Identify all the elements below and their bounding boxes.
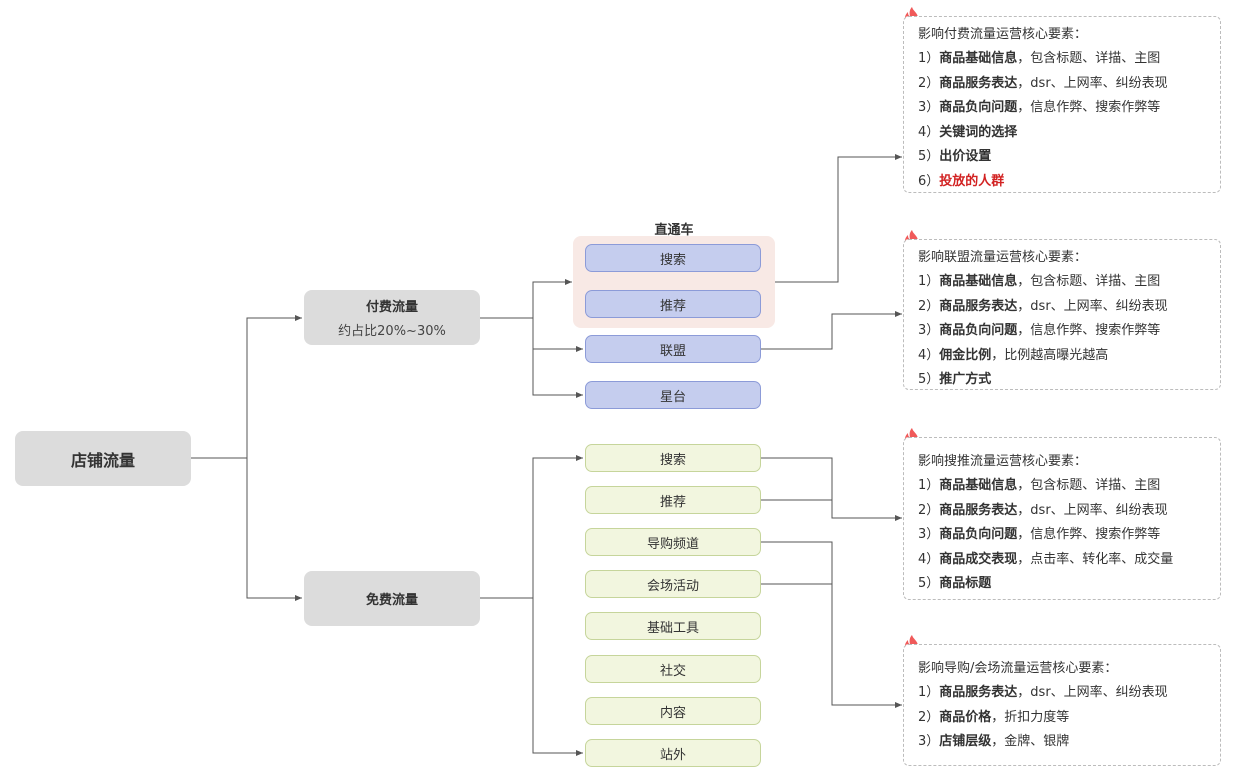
paid-traffic-title: 付费流量 [365, 300, 418, 315]
free-item-social: 社交 [585, 655, 761, 683]
panel-row: 2）商品价格，折扣力度等 [918, 709, 1070, 725]
free-traffic-title: 免费流量 [365, 593, 418, 608]
panel-row: 1）商品服务表达，dsr、上网率、纠纷表现 [918, 685, 1168, 700]
panel-row: 3）商品负向问题，信息作弊、搜索作弊等 [918, 100, 1161, 115]
free-item-recommend: 推荐 [585, 486, 761, 514]
panel-row: 4）佣金比例，比例越高曝光越高 [918, 347, 1109, 363]
free-item-offsite: 站外 [585, 739, 761, 767]
panel-row: 5）出价设置 [918, 149, 992, 164]
free-item-content: 内容 [585, 697, 761, 725]
paid-item-alliance: 联盟 [585, 335, 761, 363]
panel-row-highlight: 6）投放的人群 [918, 173, 1005, 189]
panel-row: 3）店铺层级，金牌、银牌 [918, 734, 1070, 749]
free-item-search: 搜索 [585, 444, 761, 472]
panel-header: 影响搜推流量运营核心要素： [918, 454, 1088, 469]
free-item-venue-activity: 会场活动 [585, 570, 761, 598]
free-item-shopping-channel: 导购频道 [585, 528, 761, 556]
paid-traffic-subtitle: 约占比20%~30% [338, 324, 446, 339]
free-item-basic-tools: 基础工具 [585, 612, 761, 640]
panel-row: 1）商品基础信息，包含标题、详描、主图 [918, 51, 1161, 66]
search-recommend-factors-panel: 影响搜推流量运营核心要素： 1）商品基础信息，包含标题、详描、主图 2）商品服务… [903, 437, 1221, 600]
free-traffic-node: 免费流量 [304, 571, 480, 626]
shopping-venue-factors-panel: 影响导购/会场流量运营核心要素： 1）商品服务表达，dsr、上网率、纠纷表现 2… [903, 644, 1221, 766]
panel-row: 4）关键词的选择 [918, 124, 1018, 140]
panel-header: 影响付费流量运营核心要素： [918, 27, 1088, 42]
panel-row: 2）商品服务表达，dsr、上网率、纠纷表现 [918, 298, 1168, 314]
paid-factors-panel: 影响付费流量运营核心要素： 1）商品基础信息，包含标题、详描、主图 2）商品服务… [903, 16, 1221, 193]
panel-row: 5）推广方式 [918, 372, 992, 387]
panel-row: 1）商品基础信息，包含标题、详描、主图 [918, 478, 1161, 493]
panel-row: 2）商品服务表达，dsr、上网率、纠纷表现 [918, 75, 1168, 91]
paid-item-recommend: 推荐 [585, 290, 761, 318]
panel-row: 3）商品负向问题，信息作弊、搜索作弊等 [918, 323, 1161, 338]
paid-item-xingtai: 星台 [585, 381, 761, 409]
paid-traffic-node: 付费流量 约占比20%~30% [304, 290, 480, 345]
panel-row: 4）商品成交表现，点击率、转化率、成交量 [918, 551, 1174, 567]
paid-item-search: 搜索 [585, 244, 761, 272]
panel-row: 3）商品负向问题，信息作弊、搜索作弊等 [918, 527, 1161, 542]
alliance-factors-panel: 影响联盟流量运营核心要素： 1）商品基础信息，包含标题、详描、主图 2）商品服务… [903, 239, 1221, 390]
paid-group-title: 直通车 [654, 223, 694, 238]
panel-header: 影响导购/会场流量运营核心要素： [918, 661, 1118, 676]
panel-row: 5）商品标题 [918, 576, 992, 591]
panel-header: 影响联盟流量运营核心要素： [918, 250, 1088, 265]
root-node: 店铺流量 [15, 431, 191, 486]
panel-row: 2）商品服务表达，dsr、上网率、纠纷表现 [918, 502, 1168, 518]
panel-row: 1）商品基础信息，包含标题、详描、主图 [918, 274, 1161, 289]
